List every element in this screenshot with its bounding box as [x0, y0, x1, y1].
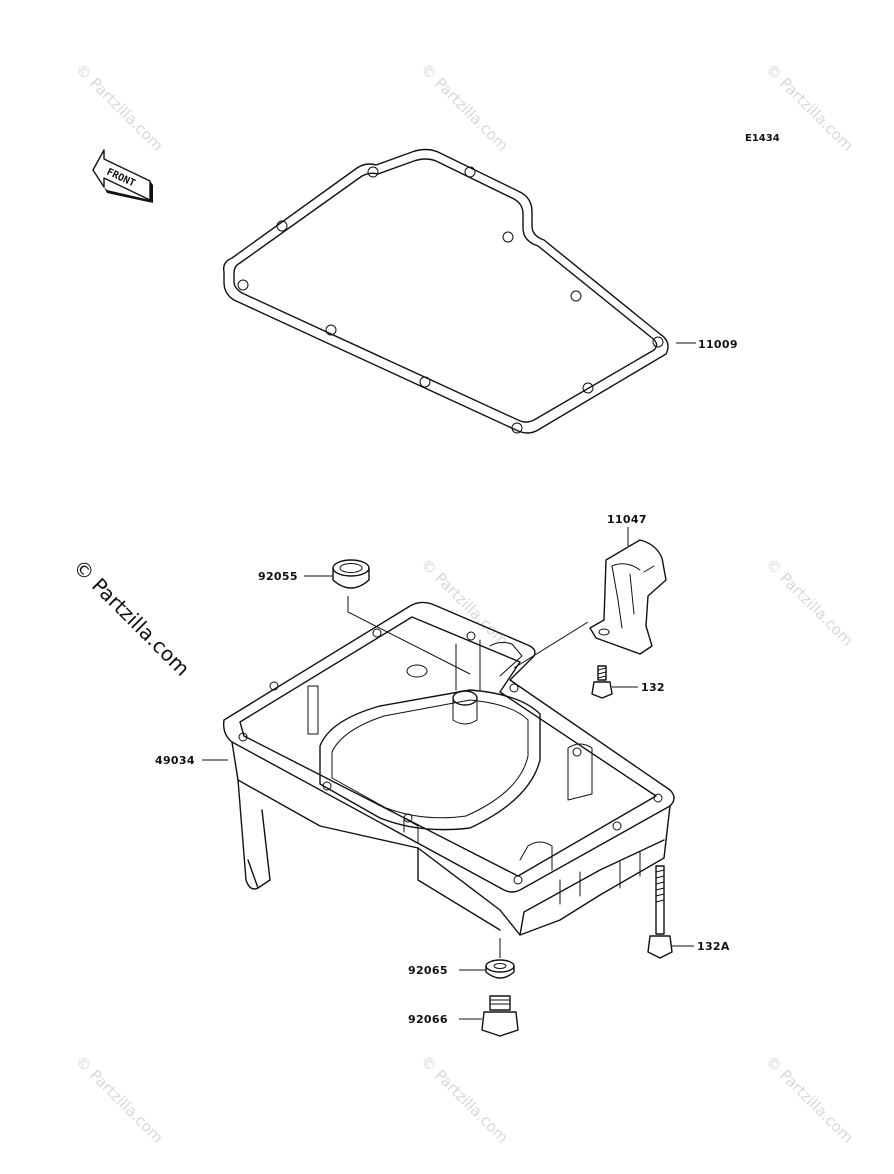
part-label-92066: 92066	[408, 1013, 448, 1026]
part-label-11009: 11009	[698, 338, 738, 351]
watermark-group: © Partzilla.com © Partzilla.com © Partzi…	[72, 60, 857, 1147]
washer-drawing	[485, 959, 515, 979]
grommet-drawing	[332, 559, 370, 589]
watermark: © Partzilla.com	[762, 1052, 857, 1147]
grommet-leader	[347, 596, 471, 675]
bolt-132-drawing	[591, 665, 613, 699]
gasket-drawing	[222, 148, 669, 434]
oil-pan-drawing	[222, 601, 675, 936]
watermark: © Partzilla.com	[417, 60, 512, 155]
part-label-92055: 92055	[258, 570, 298, 583]
watermark: © Partzilla.com	[72, 1052, 167, 1147]
watermark: © Partzilla.com	[762, 555, 857, 650]
watermark: © Partzilla.com	[72, 60, 167, 155]
part-label-132: 132	[641, 681, 665, 694]
watermark: © Partzilla.com	[417, 1052, 512, 1147]
bracket-drawing	[589, 539, 667, 655]
part-label-92065: 92065	[408, 964, 448, 977]
part-label-49034: 49034	[155, 754, 195, 767]
drain-plug-drawing	[481, 995, 519, 1037]
bolt-132a-drawing	[647, 865, 673, 959]
watermark-strong: © Partzilla.com	[68, 555, 194, 681]
front-arrow-icon: FRONT	[92, 149, 153, 203]
watermark: © Partzilla.com	[417, 555, 512, 650]
part-label-11047: 11047	[607, 513, 647, 526]
part-label-132a: 132A	[697, 940, 730, 953]
bracket-link-line	[513, 621, 589, 669]
diagram-code: E1434	[745, 133, 780, 144]
